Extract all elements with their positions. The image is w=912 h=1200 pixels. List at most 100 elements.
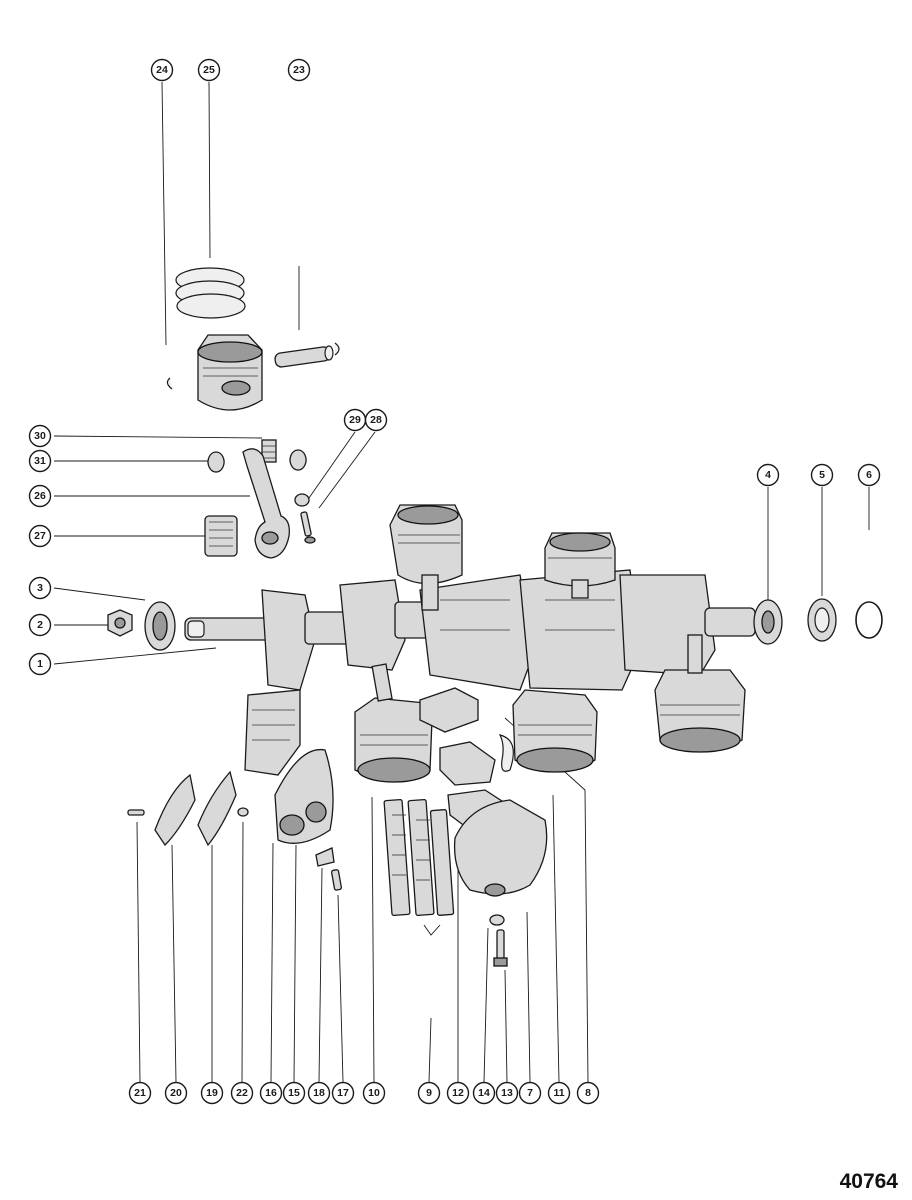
callout-11[interactable]: 11 [547, 1081, 571, 1105]
callout-8[interactable]: 8 [576, 1081, 600, 1105]
svg-text:19: 19 [206, 1087, 218, 1099]
svg-text:16: 16 [265, 1087, 277, 1099]
callout-1[interactable]: 1 [28, 652, 52, 676]
lock-washer-center [489, 914, 505, 926]
svg-text:29: 29 [349, 414, 361, 426]
svg-text:1: 1 [37, 658, 43, 670]
callout-10[interactable]: 10 [362, 1081, 386, 1105]
reed-petal-left [154, 773, 196, 847]
installed-piston-bottom-mid [512, 689, 598, 773]
callout-14[interactable]: 14 [472, 1081, 496, 1105]
callout-4[interactable]: 4 [756, 463, 780, 487]
callout-29[interactable]: 29 [343, 408, 367, 432]
piston-rings [175, 267, 246, 319]
piston-assembly-top [166, 267, 340, 411]
leader-lines [53, 81, 870, 1083]
callout-25[interactable]: 25 [197, 58, 221, 82]
svg-text:31: 31 [34, 455, 46, 467]
thrust-washer-left [207, 451, 225, 473]
callout-31[interactable]: 31 [28, 449, 52, 473]
wrist-pin-clip-right [334, 342, 340, 356]
callout-21[interactable]: 21 [128, 1081, 152, 1105]
svg-text:18: 18 [313, 1087, 325, 1099]
callout-7[interactable]: 7 [518, 1081, 542, 1105]
callout-23[interactable]: 23 [287, 58, 311, 82]
svg-text:27: 27 [34, 530, 46, 542]
svg-text:9: 9 [426, 1087, 432, 1099]
bolt-center [493, 929, 508, 967]
callout-6[interactable]: 6 [857, 463, 881, 487]
svg-text:8: 8 [585, 1087, 591, 1099]
installed-piston-bottom-left [354, 663, 433, 783]
svg-text:25: 25 [203, 64, 215, 76]
svg-text:21: 21 [134, 1087, 146, 1099]
svg-text:20: 20 [170, 1087, 182, 1099]
crankshaft-nut [107, 609, 133, 637]
svg-text:28: 28 [370, 414, 382, 426]
callout-28[interactable]: 28 [364, 408, 388, 432]
svg-text:7: 7 [527, 1087, 533, 1099]
callout-13[interactable]: 13 [495, 1081, 519, 1105]
installed-piston-top-left [389, 504, 463, 611]
callout-12[interactable]: 12 [446, 1081, 470, 1105]
callout-18[interactable]: 18 [307, 1081, 331, 1105]
svg-text:15: 15 [288, 1087, 300, 1099]
lock-tab [315, 847, 335, 867]
needle-bearing-cage-small [261, 439, 277, 463]
bearing-race-mid [439, 741, 496, 786]
rear-bearing-group [753, 598, 883, 645]
front-bearing-group [107, 601, 176, 651]
connecting-rod-group [204, 439, 316, 559]
callout-20[interactable]: 20 [164, 1081, 188, 1105]
screw-bottom [330, 869, 343, 891]
installed-pistons [354, 504, 746, 783]
svg-text:14: 14 [478, 1087, 490, 1099]
thrust-washer-right [289, 449, 307, 471]
svg-text:24: 24 [156, 64, 168, 76]
callout-15[interactable]: 15 [282, 1081, 306, 1105]
svg-text:13: 13 [501, 1087, 513, 1099]
svg-text:3: 3 [37, 582, 43, 594]
piston [197, 334, 263, 411]
svg-text:2: 2 [37, 619, 43, 631]
callout-5[interactable]: 5 [810, 463, 834, 487]
callout-17[interactable]: 17 [331, 1081, 355, 1105]
needle-bearing-large [204, 515, 238, 557]
svg-text:6: 6 [866, 469, 872, 481]
o-ring [855, 601, 883, 639]
callout-3[interactable]: 3 [28, 576, 52, 600]
wrist-pin-clip-left [166, 377, 173, 390]
svg-text:12: 12 [452, 1087, 464, 1099]
svg-text:23: 23 [293, 64, 305, 76]
callout-22[interactable]: 22 [230, 1081, 254, 1105]
connecting-rod [242, 448, 290, 559]
rod-cap-screw [300, 511, 316, 544]
small-nut [237, 807, 249, 817]
crank-web-2 [339, 579, 406, 671]
callout-26[interactable]: 26 [28, 484, 52, 508]
callout-9[interactable]: 9 [417, 1081, 441, 1105]
svg-text:11: 11 [553, 1087, 564, 1099]
reed-block-group [127, 689, 343, 891]
bearing-race-upper [419, 687, 479, 733]
main-bearing-group [383, 687, 548, 967]
callout-30[interactable]: 30 [28, 424, 52, 448]
svg-text:4: 4 [765, 469, 771, 481]
main-bearing-sleeve [453, 799, 548, 895]
svg-text:17: 17 [337, 1087, 349, 1099]
svg-text:30: 30 [34, 430, 46, 442]
callout-16[interactable]: 16 [259, 1081, 283, 1105]
reed-petal-right [197, 770, 237, 847]
retaining-ring [498, 734, 514, 772]
crank-web-1 [261, 589, 316, 691]
installed-piston-bottom-right [654, 634, 746, 753]
callout-24[interactable]: 24 [150, 58, 174, 82]
callout-27[interactable]: 27 [28, 524, 52, 548]
crank-web-3 [419, 574, 536, 691]
callout-2[interactable]: 2 [28, 613, 52, 637]
callout-19[interactable]: 19 [200, 1081, 224, 1105]
svg-text:5: 5 [819, 469, 825, 481]
crankshaft-tail-end [704, 607, 756, 637]
wrist-pin [274, 345, 334, 368]
